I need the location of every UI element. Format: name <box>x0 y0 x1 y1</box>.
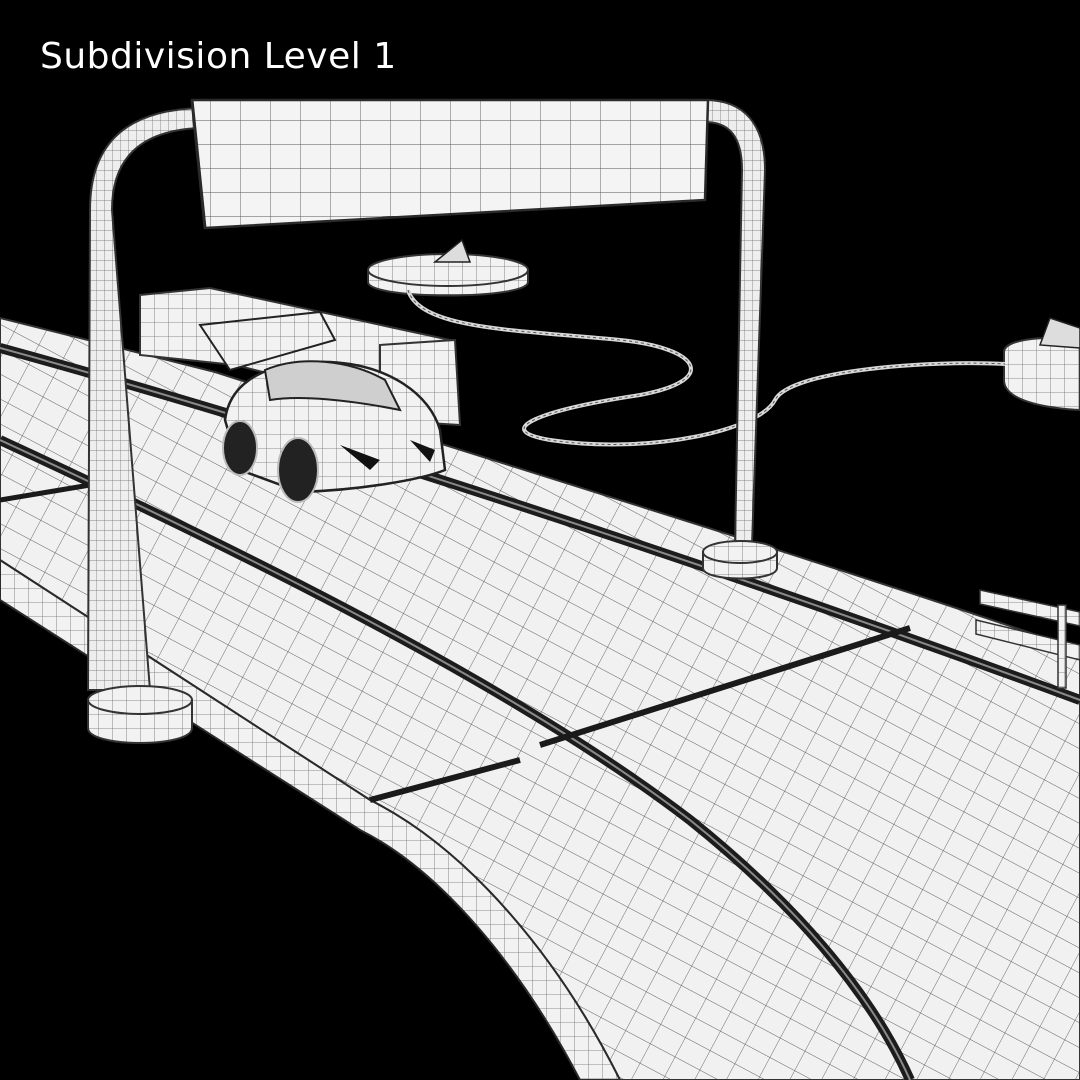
slot-car <box>198 310 447 503</box>
lap-counter-puck-left <box>367 238 529 297</box>
overhead-banner-arch <box>86 98 778 744</box>
guard-rail <box>975 589 1080 689</box>
lap-counter-puck-right <box>1003 317 1080 412</box>
subdivision-level-caption: Subdivision Level 1 <box>40 36 397 77</box>
controller-cable <box>406 289 1006 447</box>
